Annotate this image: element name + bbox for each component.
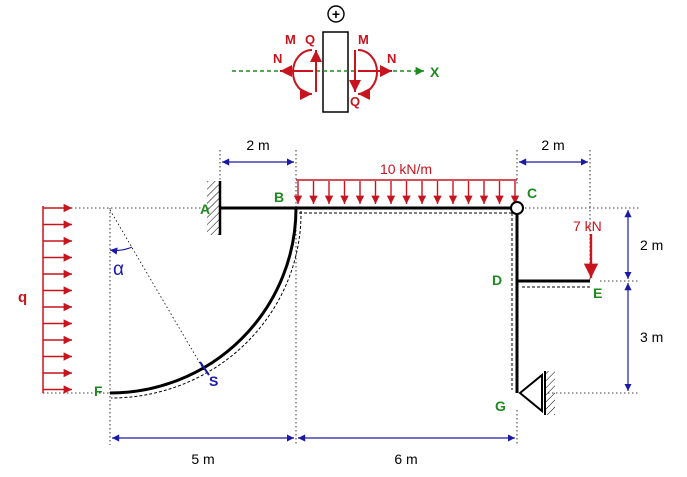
moment-left-label: M [285, 32, 296, 47]
shear-right-label: Q [350, 94, 360, 109]
dimension-lines [112, 158, 632, 442]
moment-right-label: M [358, 32, 369, 47]
beam-element-block [322, 31, 349, 113]
angle-alpha: α [109, 246, 133, 280]
section-s-mark [199, 361, 210, 376]
plus-sign: + [332, 6, 340, 22]
roller-support-g [518, 371, 555, 415]
structure-members [109, 201, 590, 399]
distributed-load-beam: 10 kN/m [293, 161, 520, 204]
dim-top-left: 2 m [246, 137, 269, 153]
plus-circle-icon [327, 5, 345, 23]
normal-left-label: N [273, 51, 282, 66]
moment-right-arrow [357, 49, 378, 100]
point-label-b: B [274, 189, 284, 205]
point-label-a: A [200, 201, 210, 217]
distributed-load-label: 10 kN/m [380, 161, 432, 177]
hatch-pattern-icon [546, 371, 555, 415]
sign-convention: + X M Q N M Q N [232, 5, 440, 113]
dim-bottom-right: 6 m [394, 451, 417, 467]
angle-alpha-label: α [113, 259, 124, 280]
moment-left-arrow [292, 49, 313, 100]
x-axis-label: X [430, 64, 440, 80]
point-load-label: 7 kN [573, 218, 602, 234]
point-label-d: D [492, 272, 502, 288]
dim-right-upper: 2 m [640, 237, 663, 253]
point-labels: A B C D E F G S [94, 185, 602, 414]
dim-right-lower: 3 m [640, 329, 663, 345]
fixed-support-a [207, 181, 222, 235]
dimension-labels: 2 m 2 m 2 m 3 m 5 m 6 m [191, 137, 663, 467]
dim-bottom-left: 5 m [191, 451, 214, 467]
point-load-e: 7 kN [573, 218, 602, 278]
dim-top-right: 2 m [541, 137, 564, 153]
hinge-c-icon [510, 201, 524, 215]
angle-radius-line [109, 209, 206, 373]
shear-left-label: Q [305, 32, 315, 47]
load-q-label: q [18, 289, 27, 306]
curved-member-b-f [109, 207, 298, 395]
hatch-pattern-icon [207, 181, 220, 235]
point-label-c: C [527, 185, 537, 201]
lateral-distributed-load-q: q [18, 203, 72, 394]
point-label-g: G [495, 398, 506, 414]
point-label-f: F [94, 383, 103, 399]
normal-right-label: N [387, 51, 396, 66]
point-label-s: S [209, 373, 218, 389]
point-label-e: E [593, 285, 602, 301]
